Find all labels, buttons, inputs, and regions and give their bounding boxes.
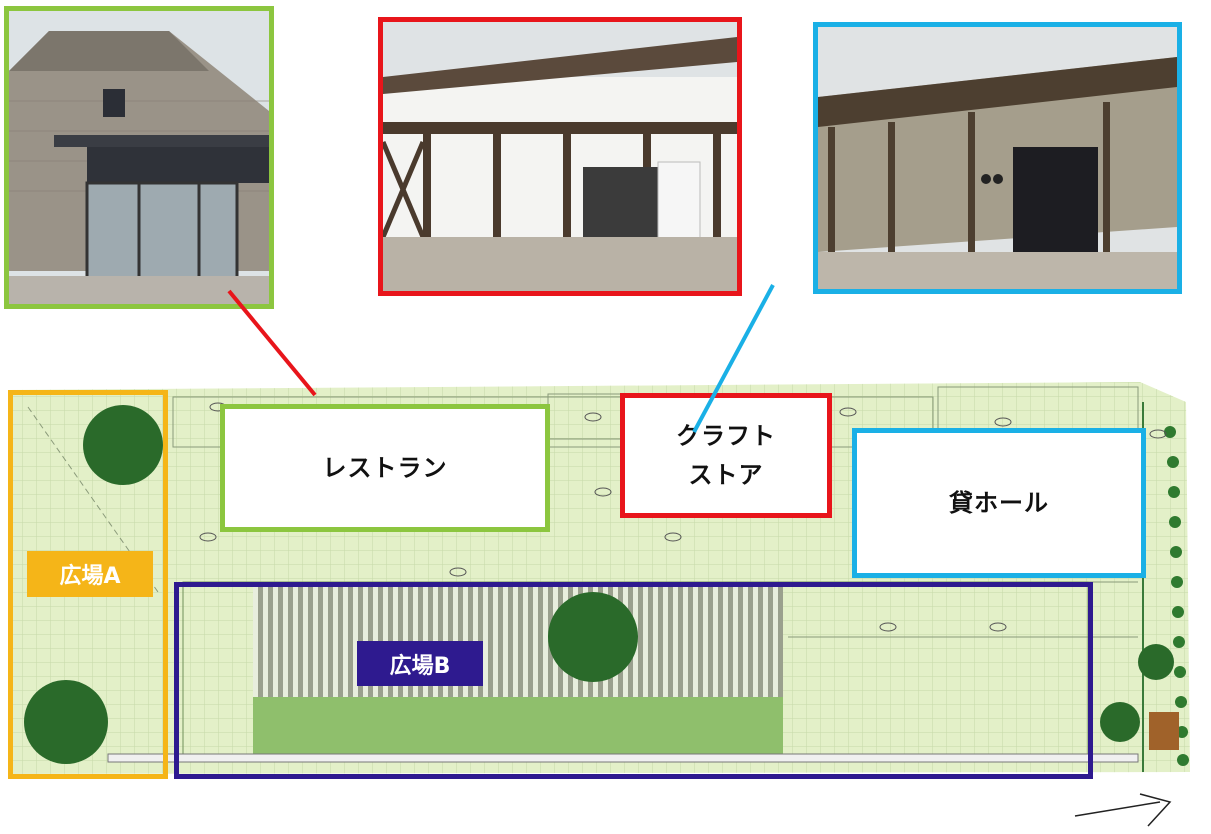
restaurant-label: レストラン [220,404,550,532]
restaurant-photo [4,6,274,309]
rental-hall-label: 貸ホール [852,428,1146,578]
plaza-a-label: 広場A [27,551,153,597]
restaurant-label-text: レストラン [322,453,448,482]
craft-store-label: クラフト ストア [620,393,832,518]
plaza-b-label: 広場B [357,641,483,686]
rental-hall-photo [813,22,1182,294]
plaza-b-area [174,582,1093,779]
plaza-a-area [8,390,168,779]
craft-store-label-text: クラフト ストア [676,422,776,489]
rental-hall-label-text: 貸ホール [949,488,1049,517]
craft-store-photo [378,17,742,296]
north-arrow-icon [1074,793,1172,827]
